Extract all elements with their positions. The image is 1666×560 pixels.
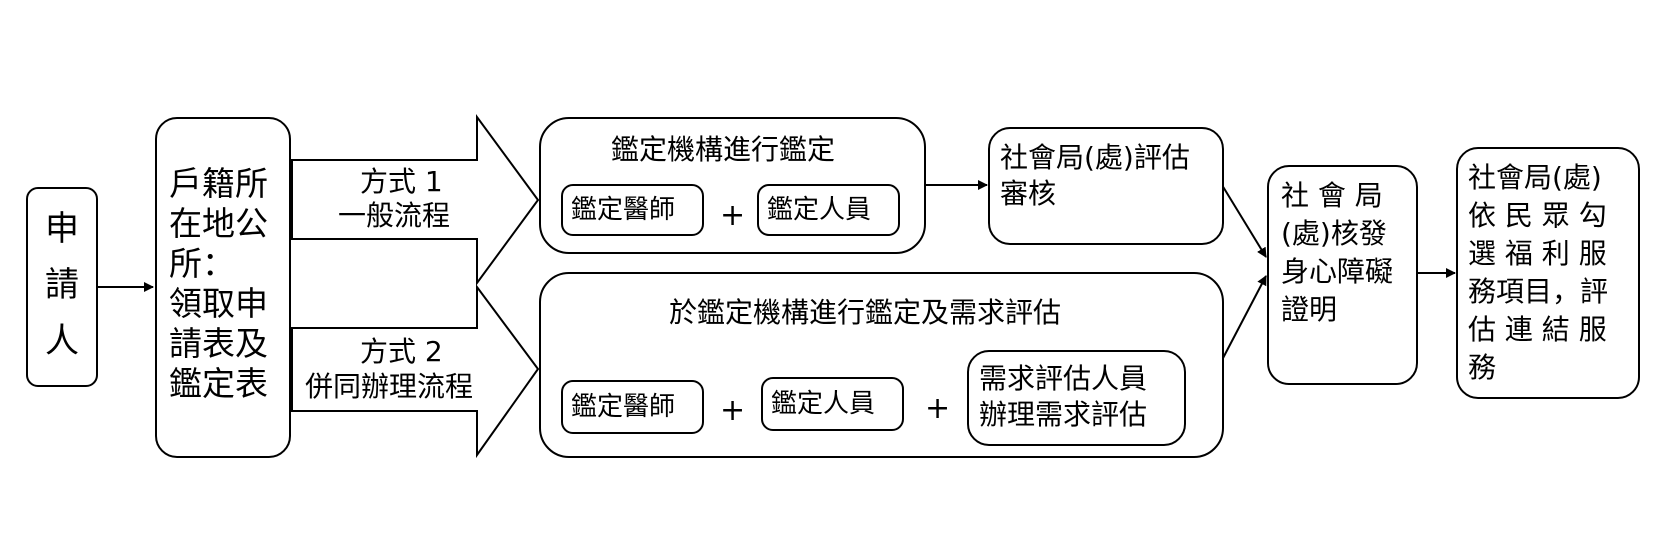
method2-label-line1: 方式 2 <box>360 335 443 368</box>
arrow-review-to-certificate <box>1221 184 1267 258</box>
route1-staff-label: 鑑定人員 <box>767 195 872 225</box>
household-office-line2: 在地公 <box>169 204 268 243</box>
route2-needs-line1: 需求評估人員 <box>979 362 1148 395</box>
services-line2: 依 民 眾 勾 <box>1468 199 1607 232</box>
route2-plus-1: + <box>720 393 746 428</box>
method1-block-arrow <box>291 113 540 287</box>
route2-staff-label: 鑑定人員 <box>771 389 876 419</box>
method1-label-line1: 方式 1 <box>360 165 443 198</box>
services-line1: 社會局(處) <box>1468 161 1602 194</box>
household-office-box: 戶籍所 在地公 所： 領取申 請表及 鑑定表 <box>155 117 291 458</box>
applicant-box: 申請人 <box>26 187 98 387</box>
certificate-line2: (處)核發 <box>1281 217 1387 250</box>
certificate-line3: 身心障礙 <box>1281 255 1394 288</box>
arrow-route2-to-certificate <box>1221 275 1267 361</box>
certificate-line4: 證明 <box>1281 293 1338 326</box>
review-box: 社會局(處)評估 審核 <box>988 127 1224 245</box>
route1-box: 鑑定機構進行鑑定 鑑定醫師 + 鑑定人員 <box>539 117 926 254</box>
route2-doctor-box: 鑑定醫師 <box>561 380 704 434</box>
route2-box: 於鑑定機構進行鑑定及需求評估 鑑定醫師 + 鑑定人員 + 需求評估人員 辦理需求… <box>539 272 1224 458</box>
services-line3: 選 福 利 服 <box>1468 237 1607 270</box>
route2-needs-line2: 辦理需求評估 <box>979 398 1148 431</box>
route1-doctor-box: 鑑定醫師 <box>561 184 704 236</box>
method2-label-line2: 併同辦理流程 <box>305 370 474 403</box>
route1-plus: + <box>720 198 746 233</box>
services-line6: 務 <box>1468 351 1497 384</box>
household-office-line5: 請表及 <box>169 324 268 363</box>
certificate-box: 社 會 局 (處)核發 身心障礙 證明 <box>1267 165 1418 385</box>
route2-doctor-label: 鑑定醫師 <box>571 392 676 422</box>
services-box: 社會局(處) 依 民 眾 勾 選 福 利 服 務項目，評 估 連 結 服 務 <box>1456 147 1640 399</box>
household-office-line3: 所： <box>169 244 235 283</box>
services-line5: 估 連 結 服 <box>1468 313 1607 346</box>
services-line4: 務項目，評 <box>1468 275 1609 308</box>
certificate-line1: 社 會 局 <box>1281 179 1383 212</box>
route2-title: 於鑑定機構進行鑑定及需求評估 <box>669 296 1062 329</box>
route1-title: 鑑定機構進行鑑定 <box>611 133 836 166</box>
route2-staff-box: 鑑定人員 <box>761 377 904 431</box>
review-line2: 審核 <box>1000 177 1057 210</box>
route2-needs-box: 需求評估人員 辦理需求評估 <box>967 350 1186 446</box>
household-office-line6: 鑑定表 <box>169 364 268 403</box>
household-office-line1: 戶籍所 <box>169 164 268 203</box>
route2-plus-2: + <box>925 391 951 426</box>
route1-staff-box: 鑑定人員 <box>757 184 900 236</box>
review-line1: 社會局(處)評估 <box>1000 141 1190 174</box>
method2-block-arrow <box>291 283 540 459</box>
route1-doctor-label: 鑑定醫師 <box>571 195 676 225</box>
household-office-line4: 領取申 <box>169 284 268 323</box>
method1-label-line2: 一般流程 <box>338 199 451 232</box>
applicant-label: 申請人 <box>45 209 79 361</box>
